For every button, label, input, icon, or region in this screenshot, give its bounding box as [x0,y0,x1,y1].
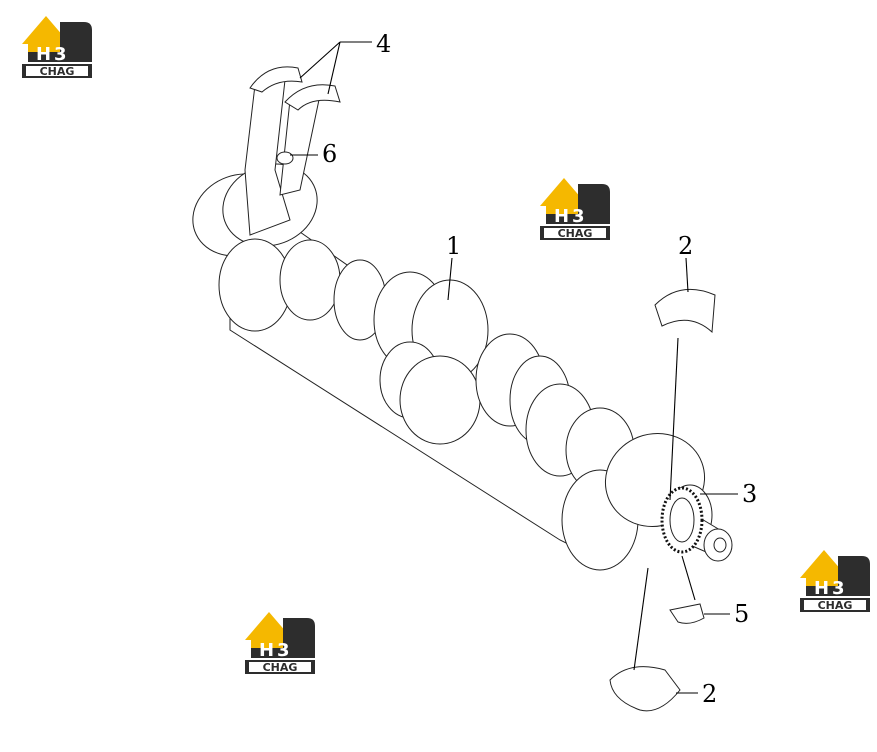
callout-4: 4 [376,30,391,58]
svg-text:CHAG: CHAG [263,661,298,674]
svg-text:H: H [259,640,274,661]
logo-watermark: H 3 CHAG [245,612,315,674]
callout-1: 1 [446,232,461,260]
bearing-shell-upper [654,288,716,334]
svg-text:3: 3 [54,44,67,65]
svg-text:3: 3 [832,578,845,599]
svg-text:CHAG: CHAG [558,227,593,240]
svg-text:CHAG: CHAG [818,599,853,612]
connecting-rod [244,66,341,236]
svg-text:H: H [814,578,829,599]
svg-text:3: 3 [277,640,290,661]
bearing-shell-lower [609,666,681,712]
logo-watermark: H 3 CHAG [22,16,92,78]
callout-5: 5 [734,600,749,628]
leader-lines [290,41,738,694]
callout-2-lower: 2 [702,680,717,708]
crank-gear [660,486,704,554]
callout-2-upper: 2 [678,232,693,260]
svg-text:H: H [36,44,51,65]
svg-text:3: 3 [572,206,585,227]
callout-6: 6 [322,140,337,168]
svg-text:H: H [554,206,569,227]
svg-text:CHAG: CHAG [40,65,75,78]
logo-watermark: H 3 CHAG [540,178,610,240]
thrust-piece [669,603,705,624]
callout-3: 3 [742,480,757,508]
logo-watermark: H 3 CHAG [800,550,870,612]
